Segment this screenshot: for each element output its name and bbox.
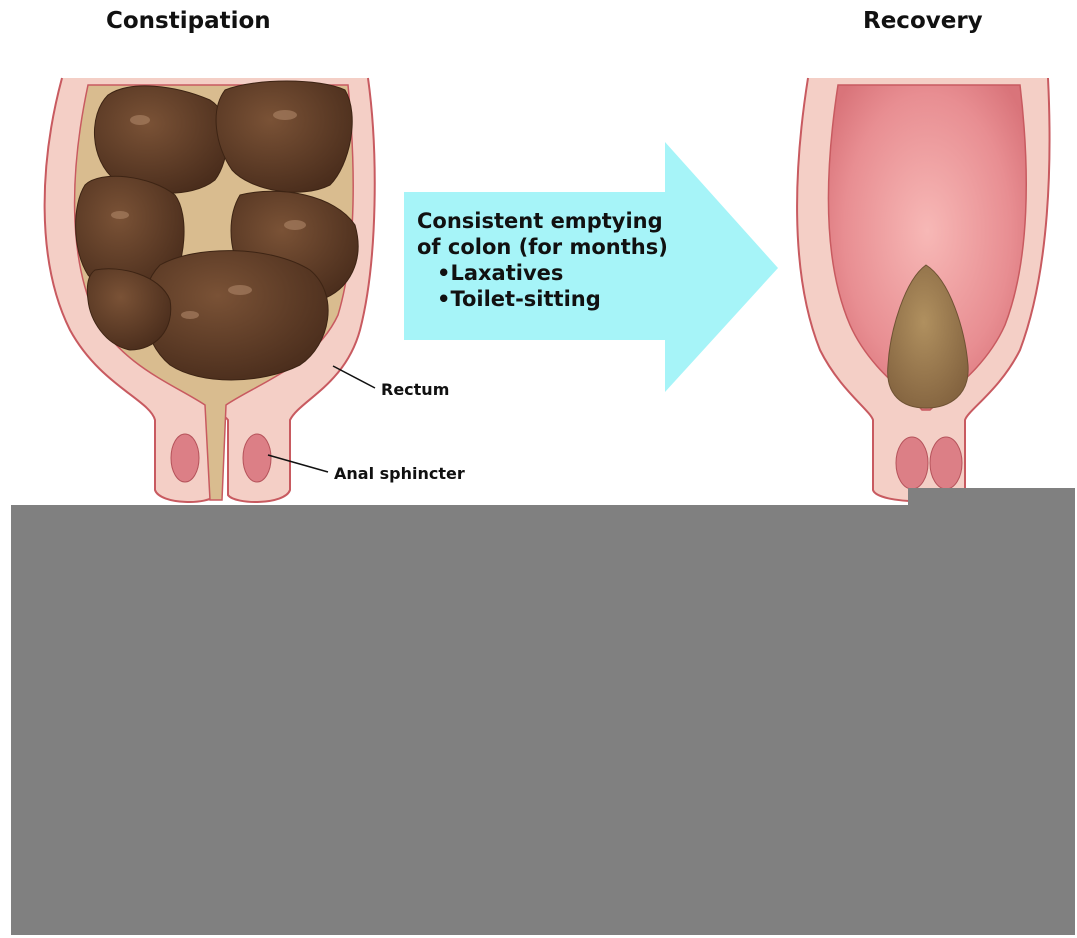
arrow-text: Consistent emptying of colon (for months… (417, 208, 717, 312)
rectum-label: Rectum (381, 380, 449, 399)
rectum-leader-line (333, 366, 375, 388)
redaction-overlay (11, 505, 1075, 935)
recovered-rectum (797, 78, 1049, 501)
arrow-text-line2: of colon (for months) (417, 234, 717, 260)
bullet-toilet-sitting: Toilet-sitting (417, 286, 717, 312)
constipated-rectum (45, 78, 375, 502)
bullet-laxatives: Laxatives (417, 260, 717, 286)
arrow-text-line1: Consistent emptying (417, 208, 717, 234)
anal-sphincter-label: Anal sphincter (334, 464, 465, 483)
redaction-overlay-corner (908, 488, 1075, 508)
